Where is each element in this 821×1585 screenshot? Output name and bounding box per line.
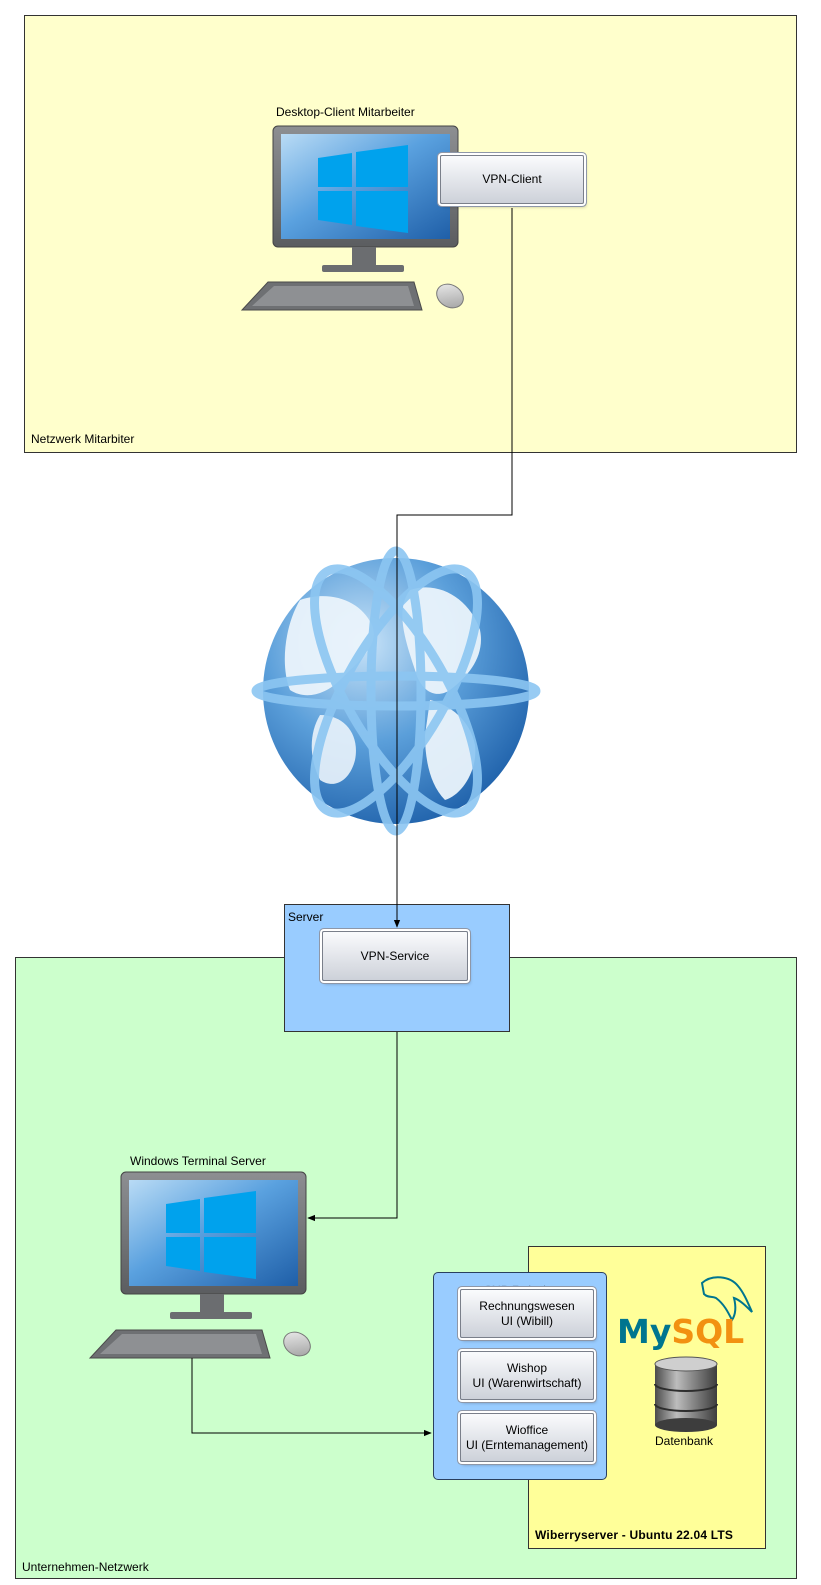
keyboard-icon (88, 1329, 271, 1359)
desktop-client-computer (240, 125, 464, 311)
mysql-logo: MySQL (617, 1276, 753, 1351)
connector-vpn-client-to-vpn-service (393, 208, 513, 928)
vpn-client-label: VPN-Client (482, 172, 542, 186)
server-label: Server (288, 910, 324, 924)
connector-server-to-terminal-server (307, 1032, 398, 1222)
desktop-client-title: Desktop-Client Mitarbeiter (276, 105, 415, 119)
globe-icon (251, 546, 541, 836)
database-label: Datenbank (655, 1434, 714, 1448)
connector-terminal-server-to-smb (191, 1358, 432, 1437)
terminal-server-title: Windows Terminal Server (130, 1154, 266, 1168)
company-network-label: Unternehmen-Netzwerk (22, 1560, 149, 1574)
monitor-icon (120, 1171, 307, 1319)
employee-network-label: Netzwerk Mitarbiter (31, 432, 135, 446)
monitor-icon (272, 125, 459, 272)
wioffice-ui-label: Wioffice UI (Erntemanagement) (466, 1423, 588, 1453)
mysql-logo-text: MySQL (617, 1312, 744, 1351)
wishop-name: Wishop (506, 1360, 547, 1375)
wioffice-ui-box[interactable]: Wioffice UI (Erntemanagement) (460, 1413, 594, 1462)
wiberryserver-label: Wiberryserver - Ubuntu 22.04 LTS (535, 1528, 734, 1542)
rechnungswesen-name: Rechnungswesen (479, 1298, 575, 1313)
wishop-sub: UI (Warenwirtschaft) (472, 1375, 582, 1390)
vpn-service-box[interactable]: VPN-Service (322, 931, 468, 981)
rechnungswesen-sub: UI (Wibill) (501, 1313, 553, 1328)
keyboard-icon (240, 281, 423, 311)
mouse-icon (436, 283, 464, 309)
wishop-ui-label: Wishop UI (Warenwirtschaft) (473, 1361, 582, 1391)
wioffice-name: Wioffice (505, 1422, 549, 1437)
database-icon (654, 1356, 718, 1432)
wishop-ui-box[interactable]: Wishop UI (Warenwirtschaft) (460, 1351, 594, 1400)
mouse-icon (283, 1331, 311, 1357)
terminal-server-computer (88, 1171, 311, 1359)
rechnungswesen-ui-label: Rechnungswesen UI (Wibill) (479, 1299, 574, 1329)
rechnungswesen-ui-box[interactable]: Rechnungswesen UI (Wibill) (460, 1289, 594, 1338)
vpn-client-box[interactable]: VPN-Client (440, 155, 584, 204)
vpn-service-label: VPN-Service (360, 948, 430, 963)
wioffice-sub: UI (Erntemanagement) (465, 1437, 589, 1452)
